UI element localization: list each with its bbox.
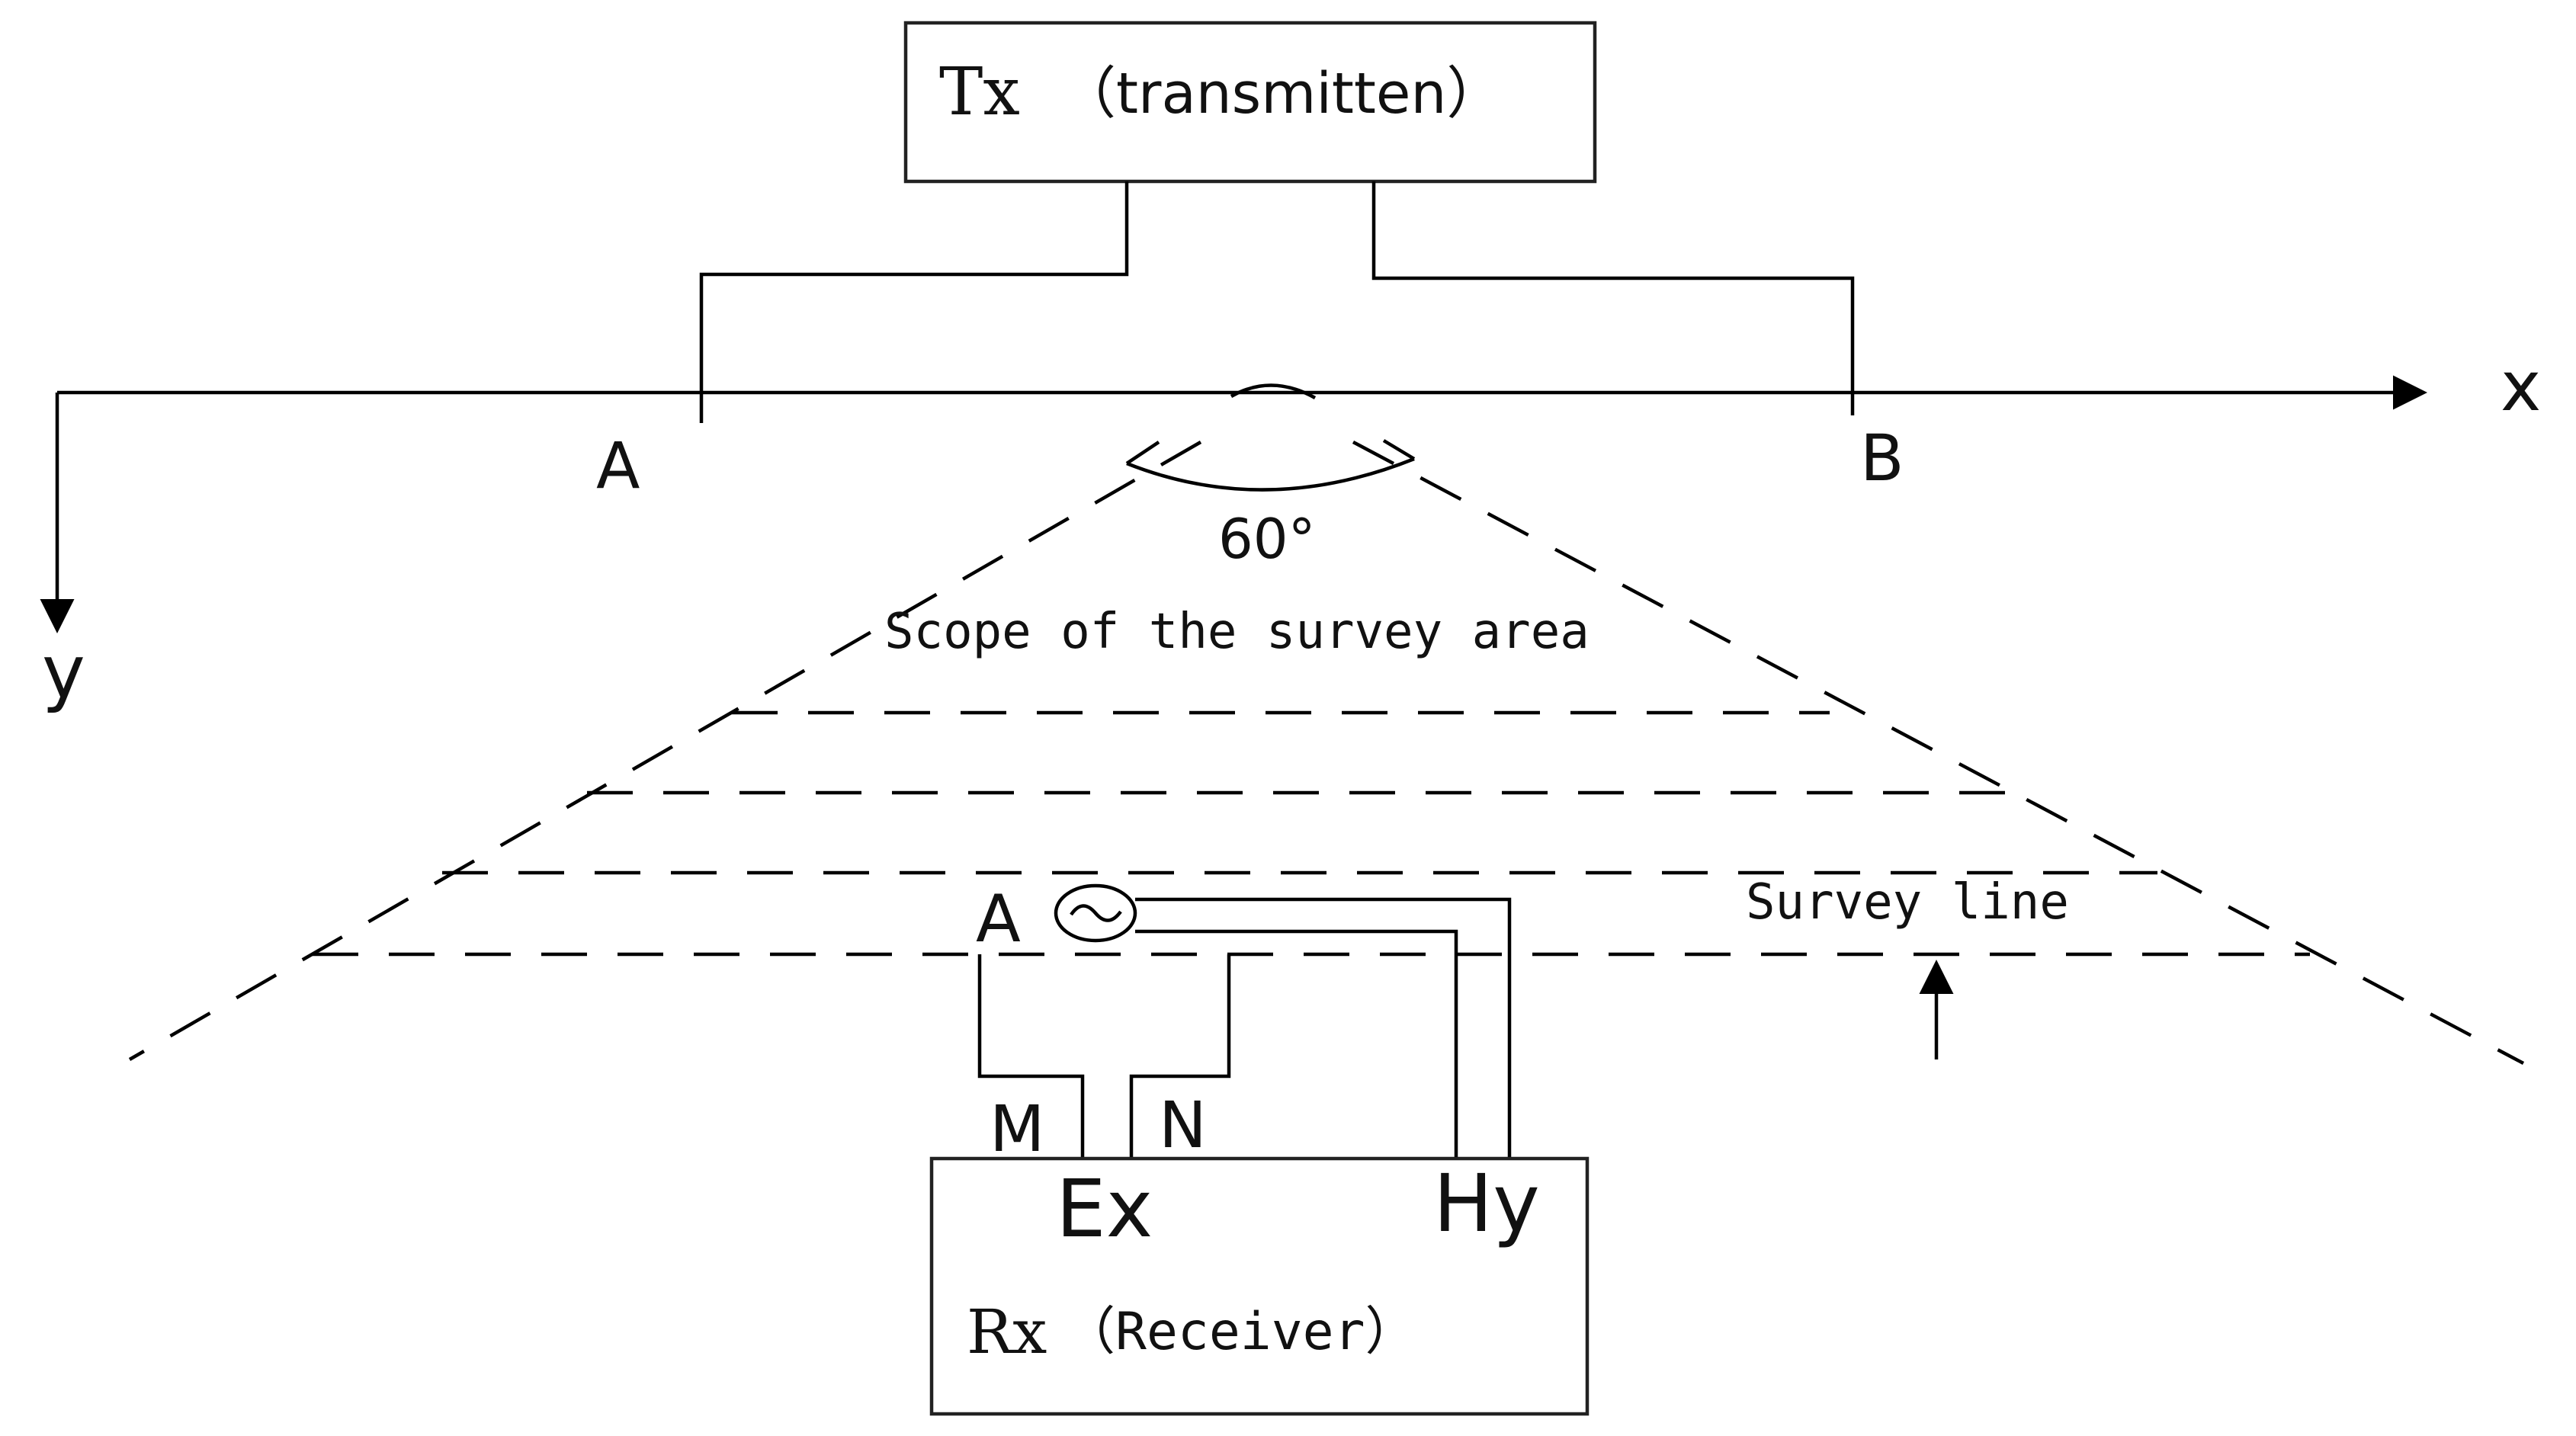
scope-boundary-left — [128, 441, 1202, 1061]
wire-tx-to-b — [1371, 181, 1855, 415]
wire-tx-to-a — [699, 181, 1129, 423]
receiver-name-label: （Receiver） — [1063, 1302, 1417, 1362]
wire-m — [977, 954, 1085, 1159]
channel-n-label: N — [1159, 1088, 1207, 1162]
channel-hy-label: Hy — [1433, 1157, 1540, 1250]
channel-m-label: M — [990, 1091, 1044, 1166]
wire-sensor-to-hy-outer — [1135, 897, 1512, 1159]
angle-arc-top — [1230, 383, 1317, 399]
receiver-box: Ex Hy Rx （Receiver） — [929, 1156, 1590, 1416]
receiver-rx-label: Rx — [967, 1297, 1047, 1367]
wire-sensor-to-hy-inner — [1135, 929, 1458, 1159]
angle-arc-bottom — [1126, 457, 1415, 492]
transmitter-box: Tx （transmitten） — [903, 21, 1597, 184]
y-axis-label: y — [42, 630, 85, 715]
angle-arc-left-tick — [1125, 441, 1160, 465]
transmitter-tx-label: Tx — [939, 54, 1020, 130]
angle-label: 60° — [1218, 507, 1316, 571]
wire-n — [1129, 954, 1231, 1159]
magnetic-sensor-icon — [1054, 883, 1137, 943]
scope-boundary-right — [1352, 441, 2525, 1065]
sensor-label: A — [976, 881, 1021, 957]
channel-ex-label: Ex — [1056, 1162, 1153, 1255]
x-axis-label: x — [2501, 347, 2541, 427]
electrode-b-label: B — [1860, 421, 1904, 495]
angle-arc-right-tick — [1382, 439, 1416, 460]
scope-label: Scope of the survey area — [884, 604, 1590, 660]
electrode-a-label: A — [596, 428, 640, 503]
survey-line-label: Survey line — [1746, 874, 2069, 931]
transmitter-name-label: （transmitten） — [1060, 61, 1503, 127]
